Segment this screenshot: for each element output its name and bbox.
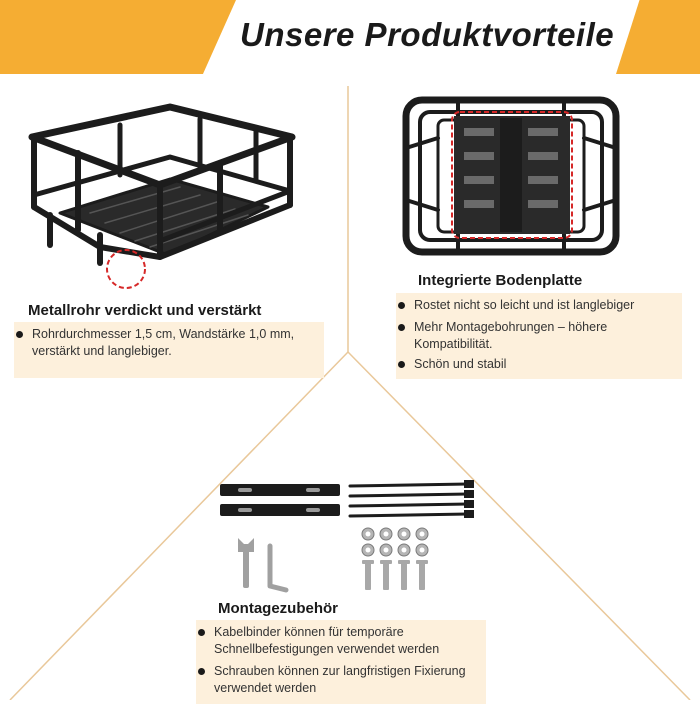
accessories-bullet-1: Kabelbinder können für temporäre Schnell… <box>196 624 486 658</box>
tube-feature-box: Rohrdurchmesser 1,5 cm, Wandstärke 1,0 m… <box>14 322 324 378</box>
baseplate-bullet-2: Mehr Montagebohrungen – höhere Kompatibi… <box>396 319 682 353</box>
tube-feature-title: Metallrohr verdickt und verstärkt <box>28 302 262 319</box>
mounting-accessories-image <box>220 480 474 593</box>
baseplate-feature-title: Integrierte Bodenplatte <box>418 272 583 289</box>
basket-top-view-image <box>402 96 620 256</box>
header-accent-left <box>0 0 236 74</box>
accessories-feature-box: Kabelbinder können für temporäre Schnell… <box>196 620 486 704</box>
basket-perspective-image <box>28 103 296 289</box>
page-title: Unsere Produktvorteile <box>240 16 615 53</box>
baseplate-bullet-1: Rostet nicht so leicht und ist langlebig… <box>396 297 682 314</box>
tube-bullet-1: Rohrdurchmesser 1,5 cm, Wandstärke 1,0 m… <box>14 326 324 360</box>
baseplate-feature-box: Rostet nicht so leicht und ist langlebig… <box>396 293 682 379</box>
baseplate-bullet-3: Schön und stabil <box>396 356 682 373</box>
accessories-bullet-2: Schrauben können zur langfristigen Fixie… <box>196 663 486 697</box>
accessories-feature-title: Montagezubehör <box>218 600 338 617</box>
